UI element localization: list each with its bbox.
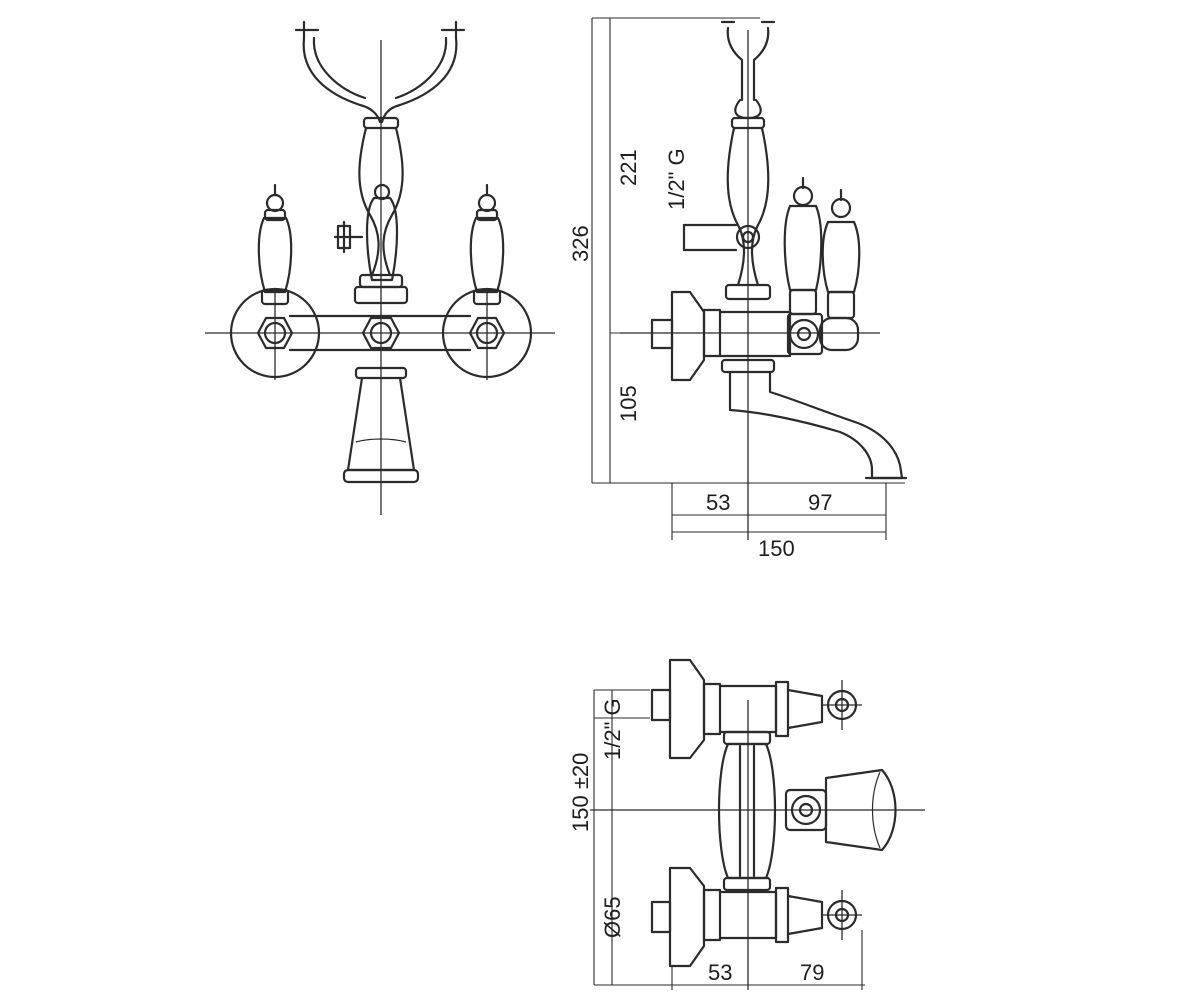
side-bottom-dimensions (671, 483, 887, 540)
side-column (682, 116, 772, 301)
top-upper-inlet (650, 658, 862, 760)
dim-top-thread: 1/2" G (600, 698, 625, 760)
dim-side-thread: 1/2" G (664, 148, 689, 210)
dim-top-flange-diameter: Ø65 (600, 896, 625, 938)
dim-side-total-projection: 150 (758, 536, 795, 561)
top-lower-inlet (650, 866, 862, 968)
dim-spout-height: 105 (616, 385, 641, 422)
front-view (205, 20, 555, 515)
front-spout (342, 366, 420, 484)
side-spout (720, 358, 908, 480)
dim-top-centers: 150 ±20 (568, 753, 593, 832)
side-view (591, 17, 908, 540)
side-cradle (720, 20, 776, 120)
dim-top-center-to-handle: 79 (800, 960, 824, 985)
central-column (333, 116, 409, 305)
right-valve (441, 183, 533, 379)
dim-upper-height: 221 (616, 149, 641, 186)
dim-side-wall-to-center: 53 (706, 490, 730, 515)
center-valve (361, 316, 401, 350)
left-valve (229, 183, 321, 379)
shower-cradle (294, 20, 466, 124)
top-view (590, 658, 925, 990)
dim-top-wall-to-center: 53 (708, 960, 732, 985)
dim-total-height: 326 (568, 225, 593, 262)
side-body (650, 176, 861, 382)
dim-side-center-to-spout: 97 (808, 490, 832, 515)
top-central-body (717, 730, 897, 892)
top-bottom-dimensions (671, 930, 863, 990)
